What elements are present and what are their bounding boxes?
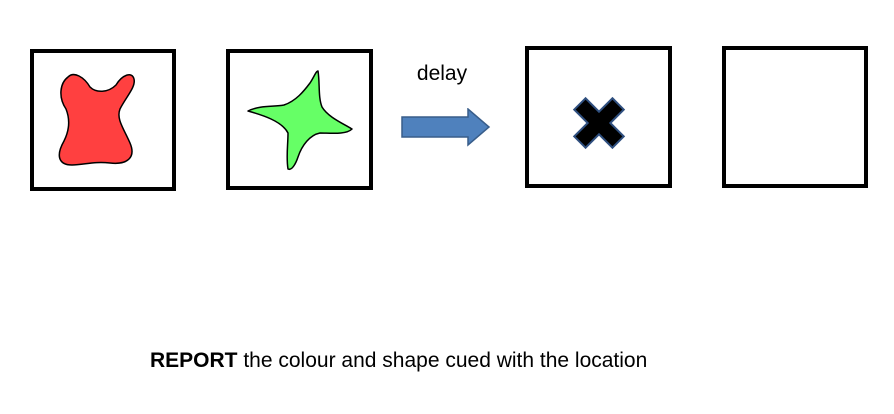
instruction-emphasis: REPORT: [150, 349, 238, 372]
green-star-shape: [247, 70, 353, 171]
empty-response-panel: [722, 46, 868, 188]
red-blob-shape: [58, 73, 135, 166]
stimulus-panel-1: [30, 49, 176, 191]
right-arrow-icon: [401, 108, 491, 147]
instruction-text: REPORT the colour and shape cued with th…: [150, 349, 647, 373]
cross-icon: [572, 96, 626, 150]
stimulus-panel-2: [226, 49, 373, 190]
instruction-rest: the colour and shape cued with the locat…: [237, 349, 648, 372]
cue-panel: [525, 46, 672, 188]
delay-label: delay: [416, 62, 468, 85]
